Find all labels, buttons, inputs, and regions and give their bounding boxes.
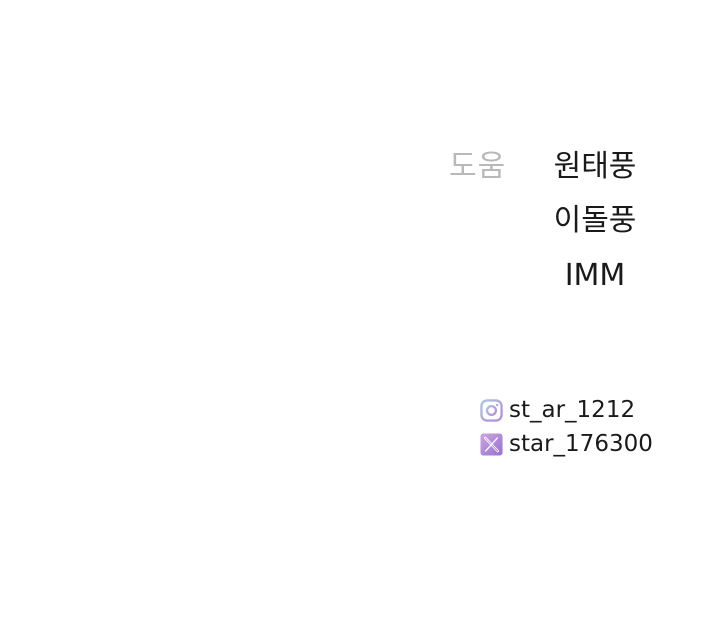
credit-name-3: IMM	[564, 258, 626, 293]
x-link[interactable]: star_176300	[480, 429, 653, 459]
credits-label: 도움	[449, 149, 507, 184]
instagram-link[interactable]: st_ar_1212	[480, 395, 635, 425]
instagram-handle: st_ar_1212	[509, 397, 636, 423]
x-twitter-icon	[480, 432, 503, 456]
instagram-icon	[480, 398, 503, 422]
x-handle: star_176300	[509, 431, 653, 457]
credit-name-1: 원태풍	[553, 149, 637, 184]
credit-name-2: 이돌풍	[553, 203, 637, 238]
